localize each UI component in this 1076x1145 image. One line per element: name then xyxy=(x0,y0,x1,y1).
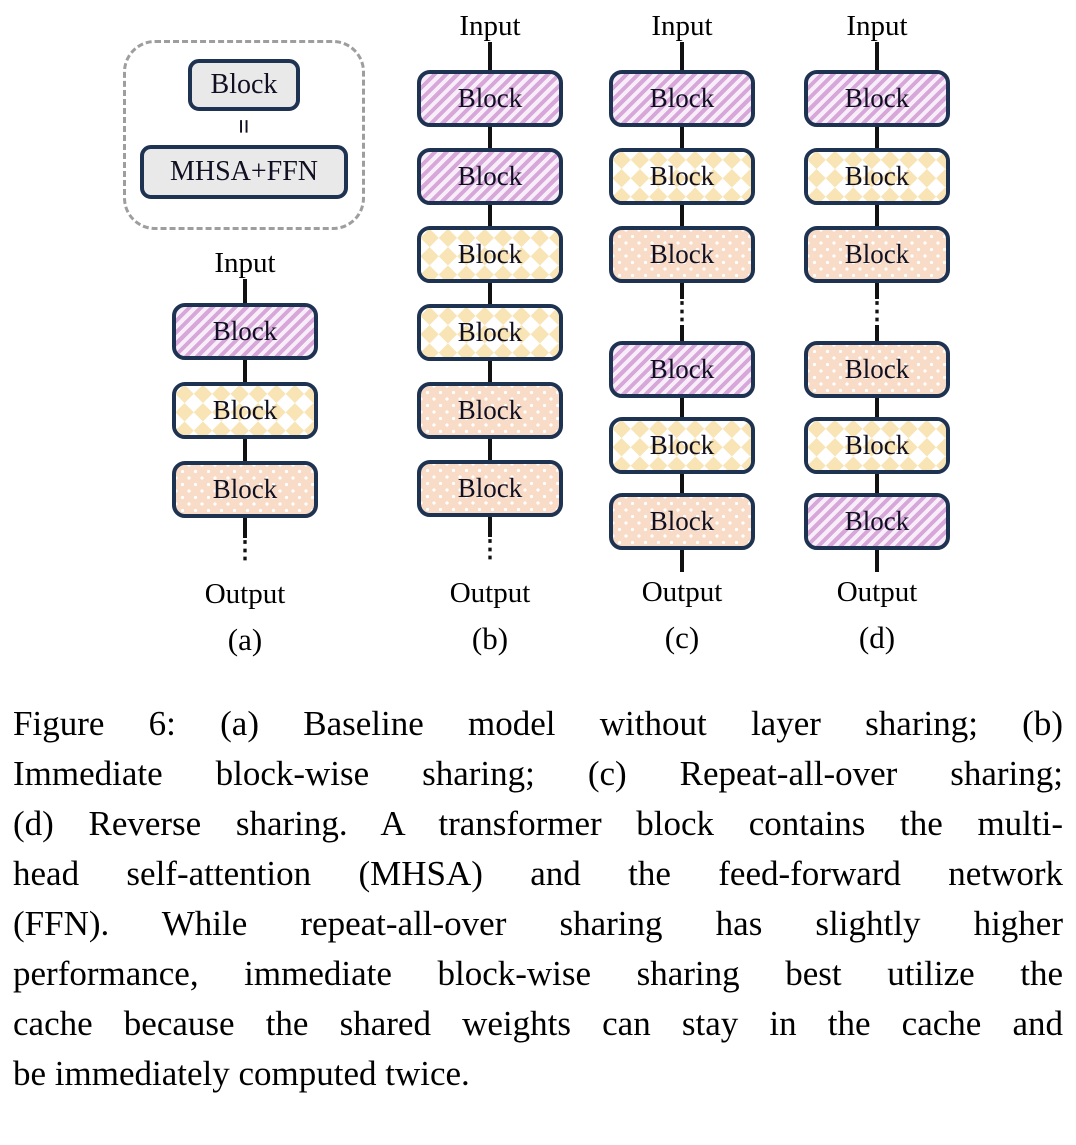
block: Block xyxy=(804,148,950,205)
column-a: Input Block Block Block ⋮ Output (a) xyxy=(150,247,340,657)
block: Block xyxy=(609,417,755,474)
vertical-ellipsis: ⋮ xyxy=(478,537,502,563)
vertical-ellipsis: ⋮ xyxy=(865,299,889,325)
input-label: Input xyxy=(459,10,521,42)
connector-line xyxy=(488,439,492,460)
connector-line xyxy=(680,325,684,341)
caption-line: head self-attention (MHSA) and the feed-… xyxy=(13,854,1063,893)
connector-line xyxy=(488,205,492,226)
connector-line xyxy=(680,127,684,148)
legend-mhsa-ffn-label: MHSA+FFN xyxy=(169,156,319,187)
output-label: Output xyxy=(204,578,286,610)
block: Block xyxy=(417,304,563,361)
block: Block xyxy=(804,226,950,283)
block: Block xyxy=(172,382,318,439)
connector-line xyxy=(875,398,879,417)
legend-block-box: Block xyxy=(188,59,300,111)
column-c: Input Block Block Block ⋮ Block Block Bl… xyxy=(587,10,777,655)
connector-line xyxy=(243,360,247,382)
connector-line xyxy=(875,127,879,148)
block: Block xyxy=(417,382,563,439)
connector-line xyxy=(680,42,684,70)
subfigure-letter: (c) xyxy=(664,620,700,655)
subfigure-letter: (d) xyxy=(858,620,896,655)
output-label: Output xyxy=(641,576,723,608)
vertical-ellipsis: ⋮ xyxy=(670,299,694,325)
connector-line xyxy=(243,439,247,461)
connector-line xyxy=(488,361,492,382)
block: Block xyxy=(609,493,755,550)
connector-line xyxy=(875,550,879,572)
connector-line xyxy=(488,127,492,148)
block: Block xyxy=(417,70,563,127)
connector-line xyxy=(243,518,247,538)
block: Block xyxy=(804,493,950,550)
connector-line xyxy=(875,205,879,226)
equals-symbol: = xyxy=(229,113,259,139)
connector-line xyxy=(488,42,492,70)
connector-line xyxy=(875,474,879,493)
block: Block xyxy=(804,70,950,127)
connector-line xyxy=(243,279,247,303)
block: Block xyxy=(417,148,563,205)
connector-line xyxy=(875,42,879,70)
caption-line: performance, immediate block-wise sharin… xyxy=(13,954,1063,993)
connector-line xyxy=(875,283,879,299)
block: Block xyxy=(609,70,755,127)
figure-caption: Figure 6: (a) Baseline model without lay… xyxy=(13,699,1063,1099)
block: Block xyxy=(609,341,755,398)
connector-line xyxy=(680,205,684,226)
connector-line xyxy=(875,325,879,341)
connector-line xyxy=(680,398,684,417)
connector-line xyxy=(680,550,684,572)
subfigure-letter: (b) xyxy=(471,621,509,656)
connector-line xyxy=(488,517,492,537)
block: Block xyxy=(417,460,563,517)
input-label: Input xyxy=(651,10,713,42)
vertical-ellipsis: ⋮ xyxy=(233,538,257,564)
block: Block xyxy=(804,417,950,474)
block: Block xyxy=(609,148,755,205)
caption-line: Figure 6: (a) Baseline model without lay… xyxy=(13,704,1063,743)
input-label: Input xyxy=(214,247,276,279)
block: Block xyxy=(609,226,755,283)
legend-block-label: Block xyxy=(210,69,278,100)
legend-mhsa-ffn-box: MHSA+FFN xyxy=(140,145,348,199)
legend-box: Block = MHSA+FFN xyxy=(123,40,365,230)
column-b: Input Block Block Block Block Block Bloc… xyxy=(395,10,585,656)
block: Block xyxy=(172,303,318,360)
caption-line: cache because the shared weights can sta… xyxy=(13,1004,1063,1043)
connector-line xyxy=(680,283,684,299)
subfigure-letter: (a) xyxy=(227,622,263,657)
caption-line: (FFN). While repeat-all-over sharing has… xyxy=(13,904,1063,943)
column-d: Input Block Block Block ⋮ Block Block Bl… xyxy=(782,10,972,655)
block: Block xyxy=(417,226,563,283)
input-label: Input xyxy=(846,10,908,42)
connector-line xyxy=(680,474,684,493)
block: Block xyxy=(172,461,318,518)
block: Block xyxy=(804,341,950,398)
output-label: Output xyxy=(449,577,531,609)
caption-line: Immediate block-wise sharing; (c) Repeat… xyxy=(13,754,1063,793)
caption-line: be immediately computed twice. xyxy=(13,1054,470,1093)
connector-line xyxy=(488,283,492,304)
equals-glyph: = xyxy=(229,118,260,134)
output-label: Output xyxy=(836,576,918,608)
caption-line: (d) Reverse sharing. A transformer block… xyxy=(13,804,1063,843)
